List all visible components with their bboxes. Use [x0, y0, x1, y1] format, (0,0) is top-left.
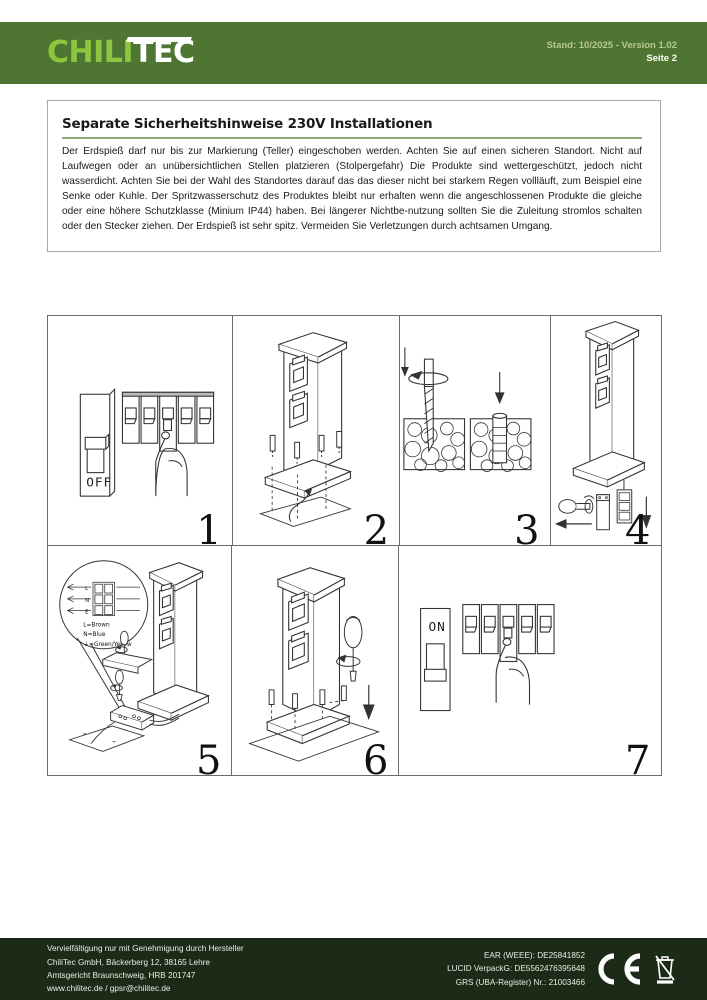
step-panel-6: 6 — [231, 544, 400, 776]
step-4-illustration — [551, 316, 661, 545]
step-panel-7: ON — [398, 544, 662, 776]
step5-terminal-e: E — [85, 609, 89, 615]
chilitec-logo: CHILITEC — [47, 36, 197, 70]
footer-line-2: ChiliTec GmbH, Bäckerberg 12, 38165 Lehr… — [47, 957, 210, 967]
step5-wire-e-label: ⏚=Green/Yellow — [83, 640, 132, 647]
ce-mark-icon — [598, 953, 641, 985]
footer-company-info: Vervielfältigung nur mit Genehmigung dur… — [47, 942, 244, 995]
footer-line-1: Vervielfältigung nur mit Genehmigung dur… — [47, 944, 244, 954]
step-2-number: 2 — [363, 507, 390, 546]
footer-compliance: EAR (WEEE): DE25841852 LUCID VerpackG: D… — [447, 949, 679, 989]
step1-off-label: OFF — [86, 475, 112, 490]
step-panel-4: 4 — [549, 314, 662, 546]
step-6-illustration — [232, 546, 398, 775]
step-3-number: 3 — [514, 507, 540, 546]
footer-registration-numbers: EAR (WEEE): DE25841852 LUCID VerpackG: D… — [447, 949, 585, 989]
step-5-number: 5 — [195, 737, 222, 776]
step7-on-label: ON — [429, 620, 446, 635]
step-4-number: 4 — [625, 507, 651, 546]
page-number: Seite 2 — [646, 53, 677, 64]
step-panel-1: OFF — [46, 314, 233, 546]
step-3-illustration — [400, 316, 550, 545]
footer-ear-weee: EAR (WEEE): DE25841852 — [483, 951, 585, 961]
logo-accent-bar — [126, 37, 192, 42]
step5-wire-l-label: L=Brown — [83, 622, 110, 628]
page-footer: Vervielfältigung nur mit Genehmigung dur… — [0, 938, 707, 1000]
footer-grs: GRS (UBA-Register) Nr.: 21003466 — [455, 977, 585, 987]
step-5-illustration: L N E L=Brown N=Blue ⏚=Green/Yellow — [48, 546, 232, 775]
step5-wire-n-label: N=Blue — [83, 632, 106, 638]
step5-terminal-l: L — [85, 586, 88, 592]
step-7-number: 7 — [625, 737, 651, 776]
footer-line-3: Amtsgericht Braunschweig, HRB 201747 — [47, 971, 196, 980]
notice-title: Separate Sicherheitshinweise 230V Instal… — [62, 116, 433, 132]
safety-notice-box: Separate Sicherheitshinweise 230V Instal… — [47, 100, 661, 252]
step-1-illustration: OFF — [48, 316, 232, 545]
step-6-number: 6 — [363, 737, 389, 776]
step-1-number: 1 — [196, 507, 222, 546]
step-panel-5: L N E L=Brown N=Blue ⏚=Green/Yellow — [46, 544, 233, 776]
steps-row-bottom: L N E L=Brown N=Blue ⏚=Green/Yellow — [46, 544, 662, 776]
steps-row-top: OFF — [46, 314, 662, 546]
notice-divider — [62, 137, 642, 139]
installation-steps-grid: OFF — [46, 314, 662, 776]
step-panel-3: 3 — [399, 314, 551, 546]
header-meta: Stand: 10/2025 - Version 1.02 Seite 2 — [547, 40, 677, 66]
document-version: Stand: 10/2025 - Version 1.02 — [546, 40, 677, 52]
step-2-illustration — [233, 316, 399, 545]
step5-terminal-n: N — [85, 597, 89, 603]
step-7-illustration: ON — [399, 546, 660, 775]
step-panel-2: 2 — [231, 314, 401, 546]
notice-body-text: Der Erdspieß darf nur bis zur Markierung… — [62, 146, 642, 232]
page-header: CHILITEC Stand: 10/2025 - Version 1.02 S… — [0, 22, 707, 84]
footer-lucid: LUCID VerpackG: DE5562476395648 — [447, 964, 585, 974]
logo-chili-text: CHILI — [47, 35, 134, 70]
weee-crossed-bin-icon — [655, 955, 675, 984]
footer-line-4: www.chilitec.de / gpsr@chilitec.de — [47, 984, 171, 994]
